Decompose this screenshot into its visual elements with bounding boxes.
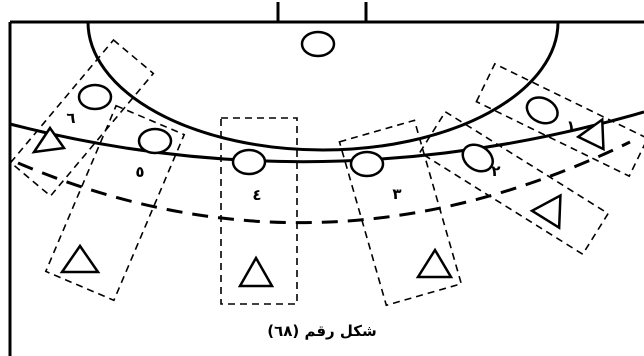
zone-5-player-circle — [137, 127, 173, 155]
zone-2-triangle — [529, 193, 562, 230]
zone-5 — [44, 104, 186, 302]
zone-5-frame — [44, 104, 186, 302]
zone-5-number: ٥ — [135, 163, 144, 181]
zone-6 — [9, 38, 155, 198]
zone-4-triangle — [237, 255, 275, 288]
zone-6-player-circle — [77, 83, 113, 111]
nine-meter-dashed-arc — [17, 140, 631, 225]
zone-3-number: ٣ — [392, 185, 401, 203]
six-meter-arc — [9, 110, 644, 164]
zone-6-number: ٦ — [66, 109, 75, 127]
goalkeeper-circle — [300, 30, 336, 58]
zone-1 — [475, 62, 644, 178]
zone-2 — [418, 110, 610, 256]
zone-1-triangle — [575, 117, 605, 152]
zone-2-number: ٢ — [491, 162, 500, 180]
zone-1-number: ١ — [566, 117, 575, 135]
zone-4-number: ٤ — [252, 186, 261, 204]
zone-4-player-circle — [231, 148, 267, 176]
zone-6-triangle — [31, 125, 67, 154]
zone-6-frame — [9, 38, 155, 198]
goal-semicircle — [86, 21, 560, 152]
figure-caption: شكل رقم (٦٨) — [267, 322, 377, 340]
zone-2-frame — [418, 110, 610, 256]
zone-3-player-circle — [349, 150, 385, 178]
zone-5-triangle — [59, 243, 101, 274]
zone-2-player-circle — [461, 143, 494, 173]
zone-3-triangle — [415, 247, 454, 279]
zone-4-frame — [220, 117, 298, 305]
zone-1-player-circle — [525, 96, 559, 125]
